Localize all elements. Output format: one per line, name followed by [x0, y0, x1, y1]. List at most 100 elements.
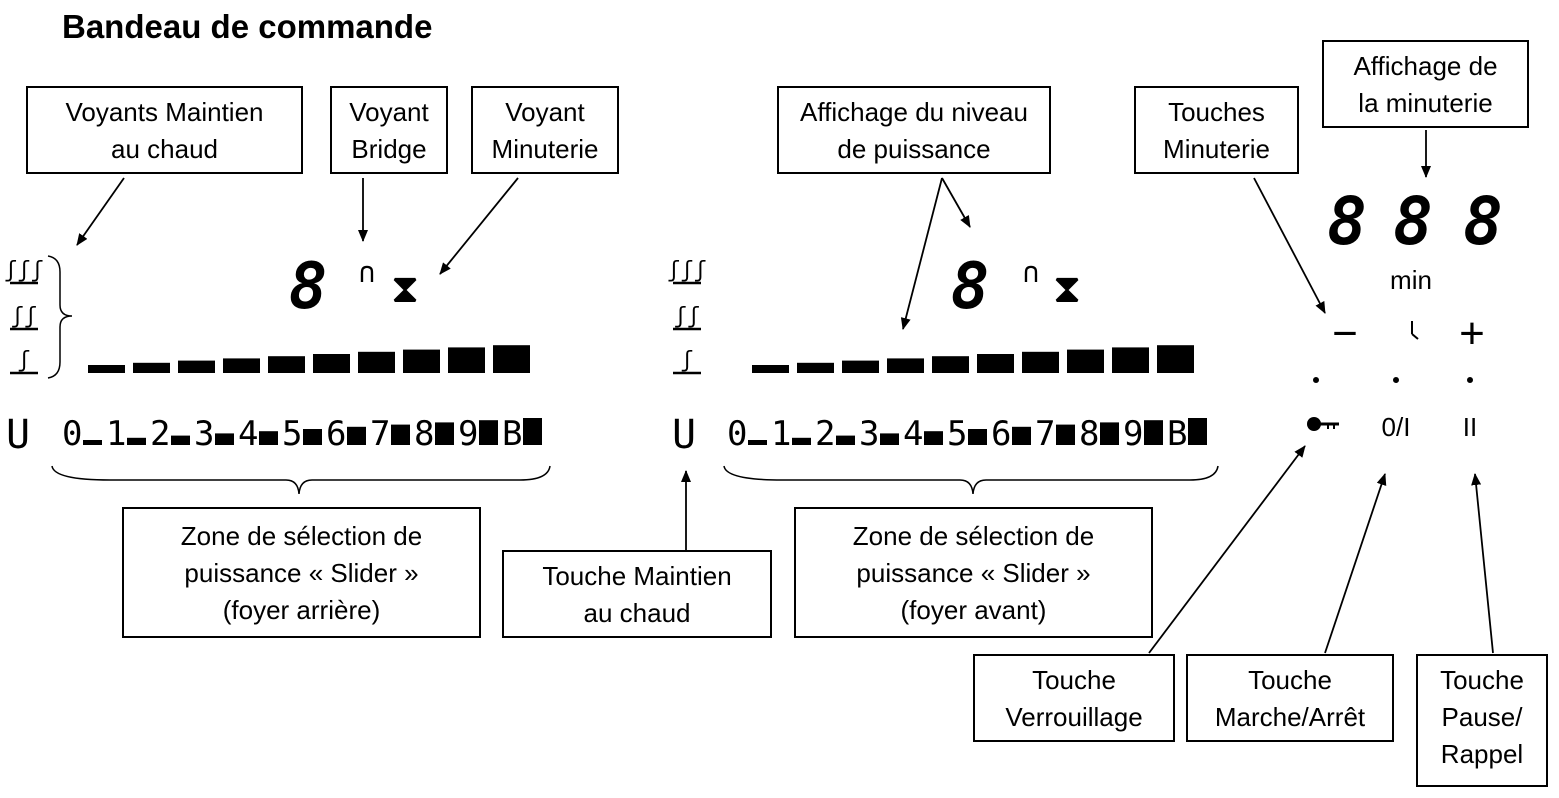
slider-level-9[interactable]: 9	[458, 414, 478, 454]
led-dot	[1313, 377, 1319, 383]
timer-unit: min	[1390, 265, 1432, 295]
power-ramp-segment	[88, 365, 125, 373]
page-title: Bandeau de commande	[62, 8, 432, 45]
slider-level-2[interactable]: 2	[815, 414, 835, 454]
power-ramp-segment	[842, 360, 879, 373]
slider-level-3[interactable]: 3	[194, 414, 214, 454]
slider-level-bar	[479, 420, 498, 445]
timer-digit-1: 8	[1327, 183, 1367, 260]
slider-level-1[interactable]: 1	[106, 414, 126, 454]
slider-level-6[interactable]: 6	[326, 414, 346, 454]
keep-warm-key-rear[interactable]: U	[6, 412, 30, 458]
heat-level-2-icon: ʃʃ	[674, 304, 701, 329]
power-ramp-segment	[133, 362, 170, 373]
slider-level-bar	[880, 433, 899, 445]
slider-level-7[interactable]: 7	[370, 414, 390, 454]
power-ramp-segment	[403, 349, 440, 373]
indicator-brace	[47, 255, 73, 379]
slider-level-bar	[127, 437, 146, 445]
power-ramp-segment	[178, 360, 215, 373]
timer-minus-button[interactable]: −	[1332, 309, 1358, 358]
clock-icon	[1411, 321, 1419, 340]
slider-level-bar	[1012, 426, 1031, 445]
svg-text:au chaud: au chaud	[584, 598, 691, 628]
power-ramp-segment	[932, 356, 969, 373]
slider-level-5[interactable]: 5	[947, 414, 967, 454]
svg-text:Touches: Touches	[1168, 97, 1265, 127]
slider-level-6[interactable]: 6	[991, 414, 1011, 454]
timer-digit-3: 8	[1463, 183, 1503, 260]
slider-level-B[interactable]: B	[1167, 414, 1187, 454]
power-ramp-segment	[797, 362, 834, 373]
callout-arrows	[76, 130, 1494, 654]
slider-level-0[interactable]: 0	[727, 414, 747, 454]
power-ramp-segment	[1157, 345, 1194, 373]
svg-text:Minuterie: Minuterie	[492, 134, 599, 164]
slider-level-B[interactable]: B	[502, 414, 522, 454]
svg-text:Marche/Arrêt: Marche/Arrêt	[1215, 702, 1366, 732]
on-off-button[interactable]: 0/I	[1382, 412, 1411, 442]
slider-level-bar	[968, 429, 987, 445]
hourglass-icon: ⧗	[391, 266, 419, 312]
power-ramp-segment	[448, 347, 485, 373]
power-ramp-segment	[223, 358, 260, 373]
label-zone-arriere: Zone de sélection de puissance « Slider …	[122, 507, 481, 638]
pause-button[interactable]: II	[1463, 412, 1477, 442]
slider-level-3[interactable]: 3	[859, 414, 879, 454]
label-touches-minuterie: Touches Minuterie	[1134, 86, 1299, 174]
power-ramp-segment	[887, 358, 924, 373]
heat-level-2-icon: ʃʃ	[11, 304, 38, 329]
slider-level-bar	[748, 440, 767, 445]
svg-text:Verrouillage: Verrouillage	[1005, 702, 1142, 732]
slider-level-bar	[836, 435, 855, 445]
key-lock-icon[interactable]	[1307, 417, 1339, 431]
keep-warm-indicators-rear: ʃʃʃ ʃʃ ʃ	[4, 258, 44, 375]
slider-brace-rear	[51, 465, 551, 495]
power-ramp-segment	[493, 345, 530, 373]
slider-level-1[interactable]: 1	[771, 414, 791, 454]
heat-level-1-icon: ʃ	[680, 348, 693, 373]
slider-level-bar	[435, 422, 454, 445]
svg-text:Rappel: Rappel	[1441, 739, 1523, 769]
svg-text:(foyer arrière): (foyer arrière)	[223, 595, 380, 625]
power-ramp-segment	[1022, 351, 1059, 373]
svg-text:Touche: Touche	[1440, 665, 1524, 695]
slider-level-bar	[523, 418, 542, 445]
heat-level-1-icon: ʃ	[17, 348, 30, 373]
slider-level-bar	[347, 426, 366, 445]
slider-level-8[interactable]: 8	[1079, 414, 1099, 454]
timer-plus-button[interactable]: +	[1459, 309, 1485, 358]
svg-text:Affichage de: Affichage de	[1353, 51, 1497, 81]
slider-level-8[interactable]: 8	[414, 414, 434, 454]
slider-level-5[interactable]: 5	[282, 414, 302, 454]
label-affichage-niveau: Affichage du niveau de puissance	[777, 86, 1051, 174]
svg-text:Touche Maintien: Touche Maintien	[542, 561, 731, 591]
svg-text:Bridge: Bridge	[351, 134, 426, 164]
svg-text:Voyant: Voyant	[505, 97, 585, 127]
slider-level-4[interactable]: 4	[238, 414, 258, 454]
slider-level-bar	[1100, 422, 1119, 445]
slider-level-2[interactable]: 2	[150, 414, 170, 454]
keep-warm-key-front[interactable]: U	[672, 412, 696, 458]
slider-level-bar	[215, 433, 234, 445]
svg-text:Touche: Touche	[1032, 665, 1116, 695]
heat-level-3-icon: ʃʃʃ	[4, 258, 44, 283]
slider-level-bar	[1144, 420, 1163, 445]
slider-level-4[interactable]: 4	[903, 414, 923, 454]
slider-level-7[interactable]: 7	[1035, 414, 1055, 454]
svg-text:Pause/: Pause/	[1442, 702, 1524, 732]
keep-warm-indicators-front: ʃʃʃ ʃʃ ʃ	[667, 258, 707, 375]
slider-level-bar	[924, 431, 943, 445]
slider-level-9[interactable]: 9	[1123, 414, 1143, 454]
slider-level-0[interactable]: 0	[62, 414, 82, 454]
svg-text:de puissance: de puissance	[837, 134, 990, 164]
svg-text:Voyants Maintien: Voyants Maintien	[65, 97, 263, 127]
slider-level-bar	[1056, 424, 1075, 445]
power-digit-front: 8	[951, 250, 990, 324]
svg-text:Zone de sélection de: Zone de sélection de	[181, 521, 422, 551]
bridge-icon: ∩	[359, 256, 376, 289]
slider-level-bar	[259, 431, 278, 445]
